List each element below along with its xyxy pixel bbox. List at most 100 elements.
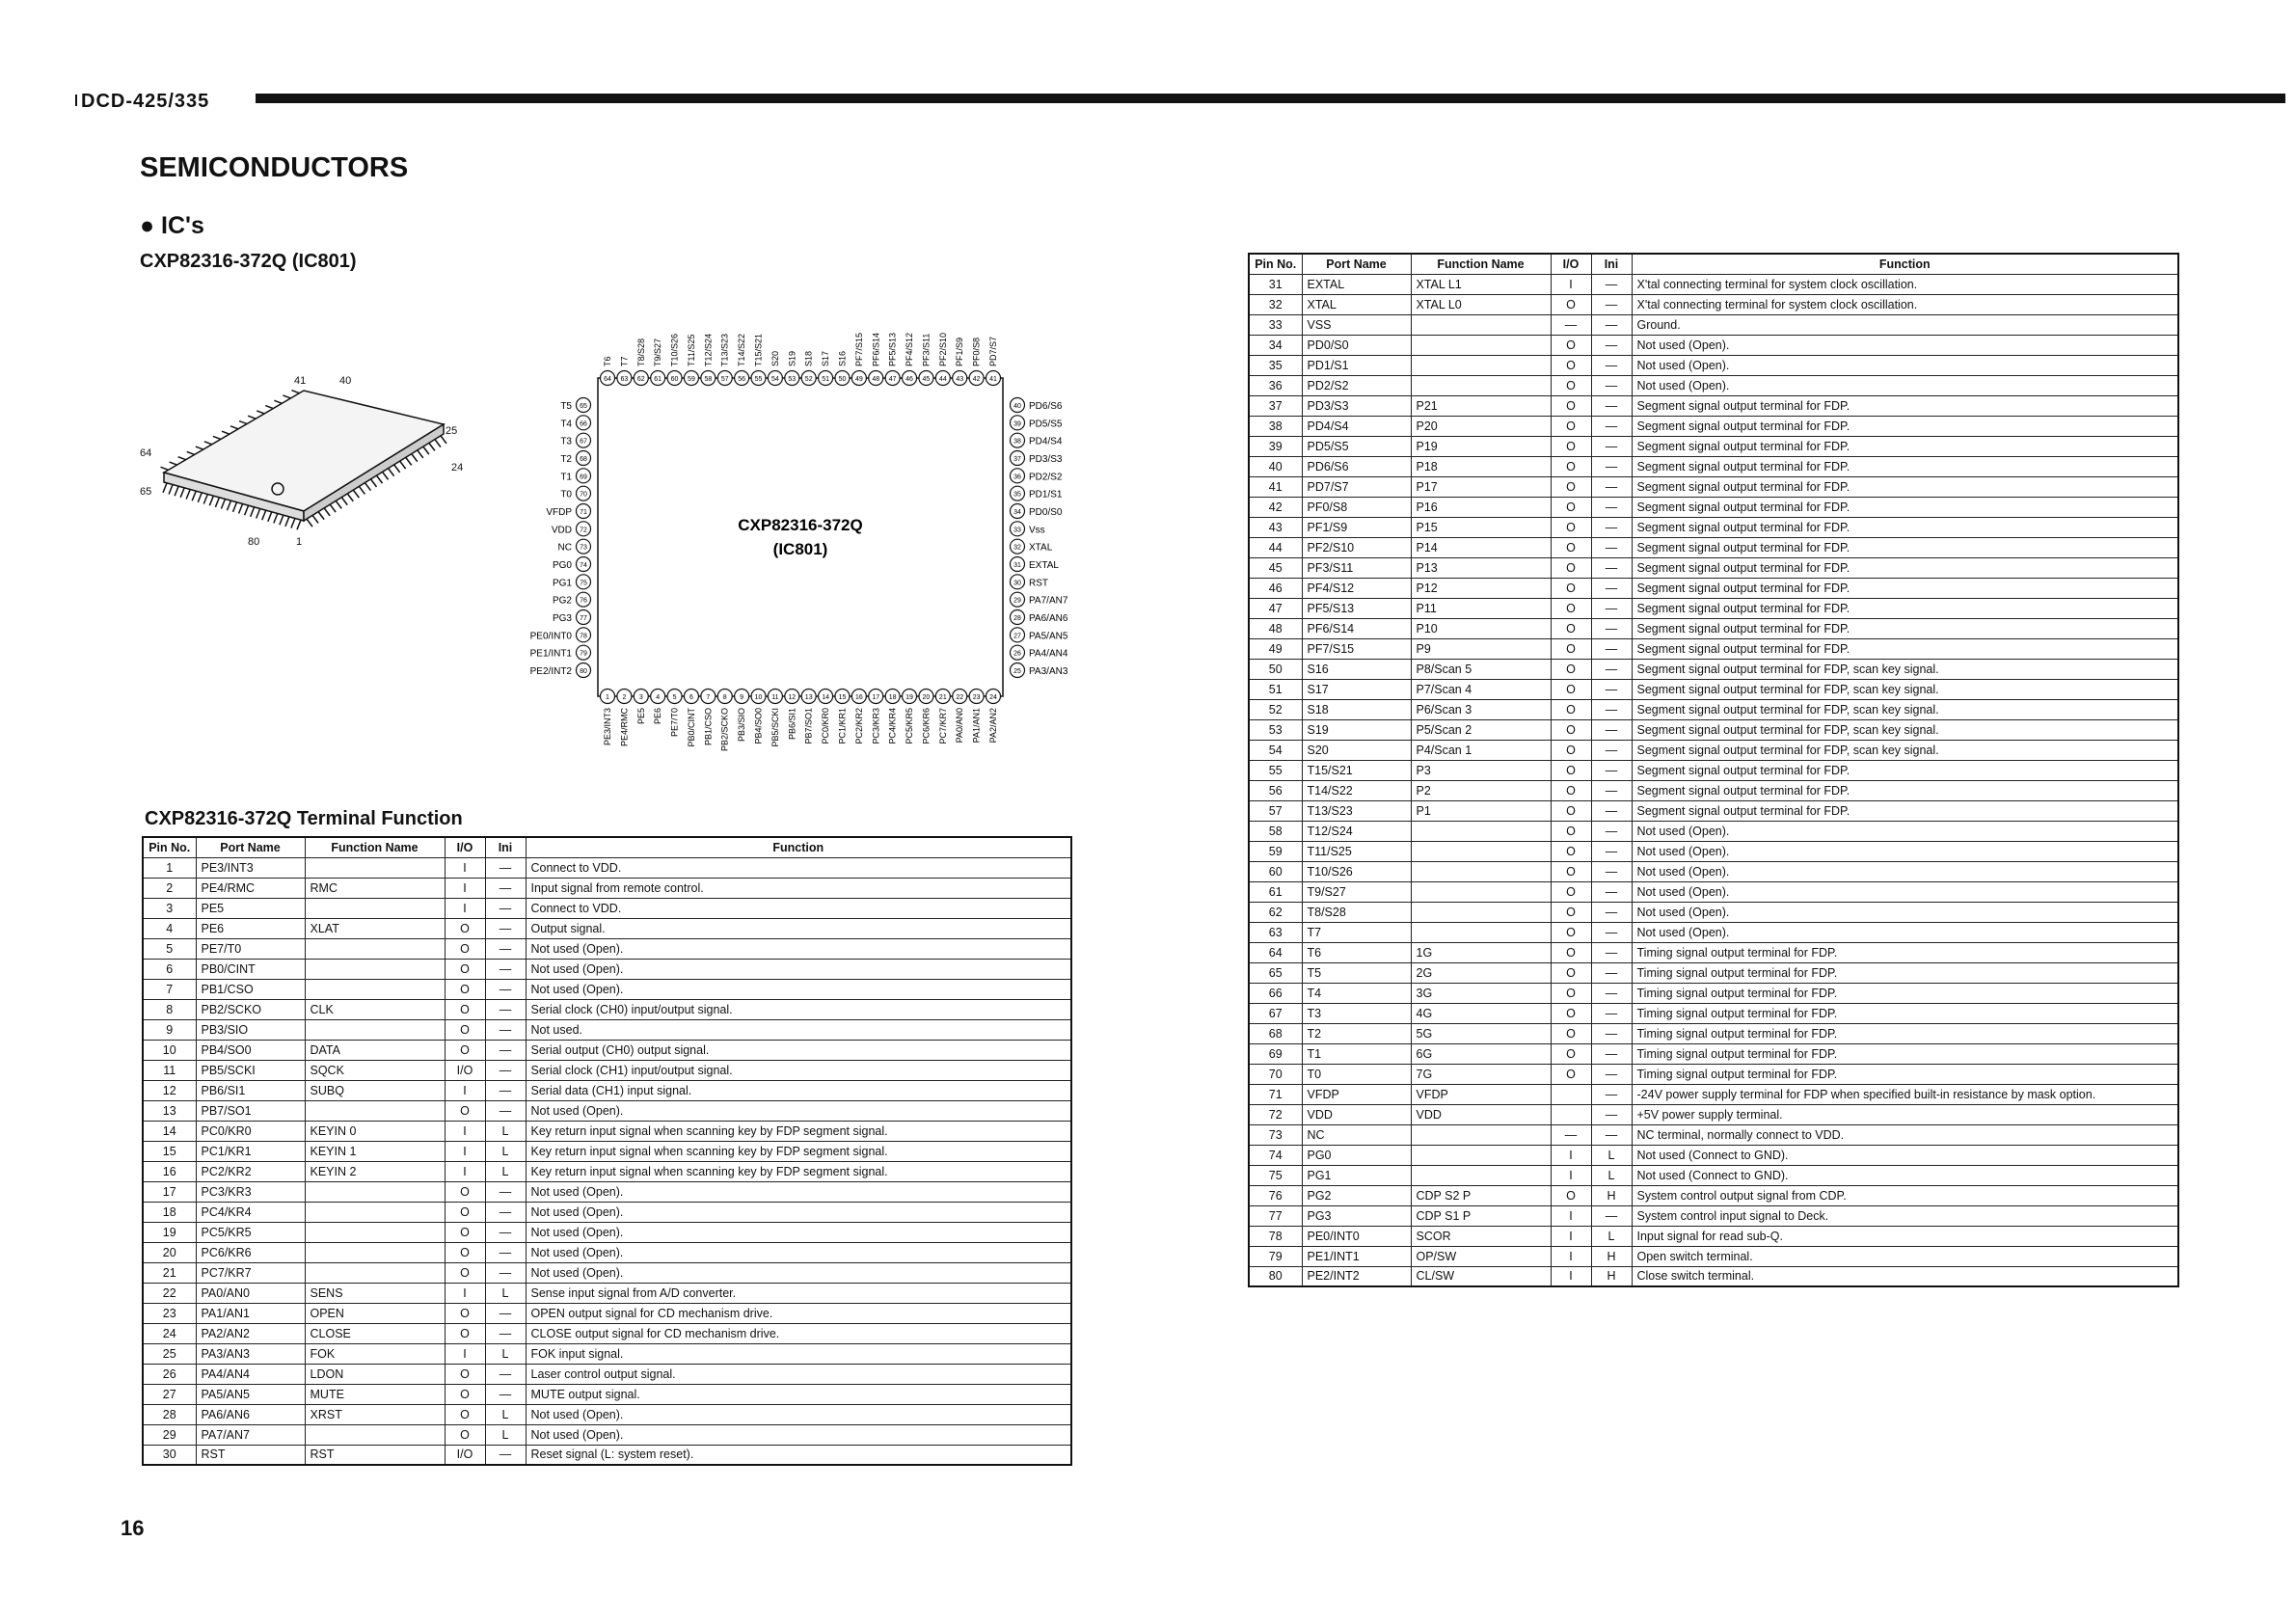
cell-port-name: T6: [1301, 941, 1412, 963]
cell-function: Output signal.: [525, 917, 1072, 939]
pin-number: 26: [1013, 651, 1021, 658]
cell-function: Not used (Open).: [525, 937, 1072, 960]
cell-pin-no: 72: [1248, 1103, 1303, 1125]
pin-name: RST: [1029, 578, 1048, 588]
part-title: CXP82316-372Q (IC801): [140, 251, 357, 272]
pin-circle: [800, 369, 817, 387]
cell-port-name: PE0/INT0: [1301, 1225, 1412, 1247]
cell-function: Ground.: [1631, 313, 2179, 336]
cell-pin-no: 67: [1248, 1002, 1303, 1024]
cell-function: Segment signal output terminal for FDP.: [1631, 577, 2179, 599]
cell-ini: H: [1590, 1184, 1633, 1206]
pin-name: PF2/S10: [938, 333, 948, 366]
pin-name: S18: [804, 351, 814, 366]
cell-function: Open switch terminal.: [1631, 1245, 2179, 1267]
cell-port-name: PA6/AN6: [195, 1403, 306, 1425]
cell-port-name: PA0/AN0: [195, 1282, 306, 1304]
cell-ini: L: [484, 1403, 527, 1425]
cell-ini: —: [1590, 394, 1633, 417]
cell-function: -24V power supply terminal for FDP when …: [1631, 1083, 2179, 1105]
cell-io: I: [444, 1160, 486, 1182]
cell-pin-no: 13: [142, 1099, 197, 1122]
cell-io: O: [444, 958, 486, 980]
pin-name: PE6: [653, 708, 662, 724]
cell-pin-no: 29: [142, 1423, 197, 1446]
package-lead: [160, 466, 169, 472]
cell-function: Segment signal output terminal for FDP.: [1631, 799, 2179, 822]
cell-pin-no: 55: [1248, 759, 1303, 781]
cell-ini: —: [484, 1444, 527, 1466]
cell-io: O: [444, 1261, 486, 1284]
pin-name: PA0/AN0: [955, 708, 964, 743]
cell-ini: L: [484, 1282, 527, 1304]
pin-number: 80: [580, 668, 587, 675]
cell-function-name: CDP S1 P: [1410, 1204, 1552, 1227]
cell-port-name: PB2/SCKO: [195, 998, 306, 1020]
cell-ini: —: [1590, 475, 1633, 498]
cell-function: Reset signal (L: system reset).: [525, 1444, 1072, 1466]
cell-io: I: [1550, 1245, 1592, 1267]
cell-ini: —: [484, 1018, 527, 1041]
cell-io: O: [444, 1383, 486, 1405]
pin-name: PB2/SCKO: [720, 708, 730, 751]
cell-ini: —: [1590, 415, 1633, 437]
pin-circle: [734, 688, 750, 705]
pin-number: 22: [956, 694, 963, 701]
cell-port-name: T1: [1301, 1042, 1412, 1065]
package-lead: [169, 461, 177, 466]
cell-function-name: MUTE: [304, 1383, 446, 1405]
pin-number: 48: [872, 376, 879, 383]
cell-function: Not used (Open).: [525, 1201, 1072, 1223]
cell-function-name: [1410, 1123, 1552, 1146]
pin-number: 9: [740, 694, 743, 701]
package-lead: [256, 410, 265, 415]
cell-pin-no: 7: [142, 978, 197, 1000]
pin-circle: [952, 369, 968, 387]
cell-function-name: [1410, 313, 1552, 336]
package-lead: [168, 484, 174, 495]
cell-ini: —: [1590, 961, 1633, 984]
cell-pin-no: 64: [1248, 941, 1303, 963]
package-lead: [317, 511, 325, 521]
cell-pin-no: 52: [1248, 698, 1303, 720]
pin-number: 44: [939, 376, 947, 383]
pin-number: 74: [580, 562, 587, 569]
package-lead: [273, 513, 279, 524]
cell-pin-no: 37: [1248, 394, 1303, 417]
pin-name: VDD: [552, 525, 572, 535]
cell-io: O: [444, 937, 486, 960]
pin-circle: [817, 688, 834, 705]
cell-io: I: [444, 856, 486, 879]
package-lead: [346, 493, 354, 502]
cell-function: NC terminal, normally connect to VDD.: [1631, 1123, 2179, 1146]
package-lead: [231, 501, 238, 513]
pin-circle: [599, 688, 616, 705]
pin-name: PA1/AN1: [972, 708, 982, 743]
cell-function-name: 7G: [1410, 1063, 1552, 1085]
package-lead: [214, 497, 221, 508]
package-lead: [283, 394, 291, 399]
cell-pin-no: 8: [142, 998, 197, 1020]
pin-name: NC: [558, 543, 572, 554]
package-lead: [238, 419, 248, 425]
pin-circle: [767, 369, 784, 387]
pin-circle: [884, 369, 901, 387]
pin-number: 51: [822, 376, 829, 383]
col-function: Function: [525, 836, 1072, 858]
cell-port-name: VSS: [1301, 313, 1412, 336]
cell-function-name: [1410, 354, 1552, 376]
cell-function-name: P3: [1410, 759, 1552, 781]
cell-io: O: [1550, 982, 1592, 1004]
cell-function-name: P21: [1410, 394, 1552, 417]
cell-pin-no: 68: [1248, 1022, 1303, 1044]
pin-circle: [1009, 468, 1026, 484]
package-lead: [243, 504, 250, 516]
cell-function-name: [304, 1423, 446, 1446]
pin-number: 32: [1013, 545, 1021, 552]
